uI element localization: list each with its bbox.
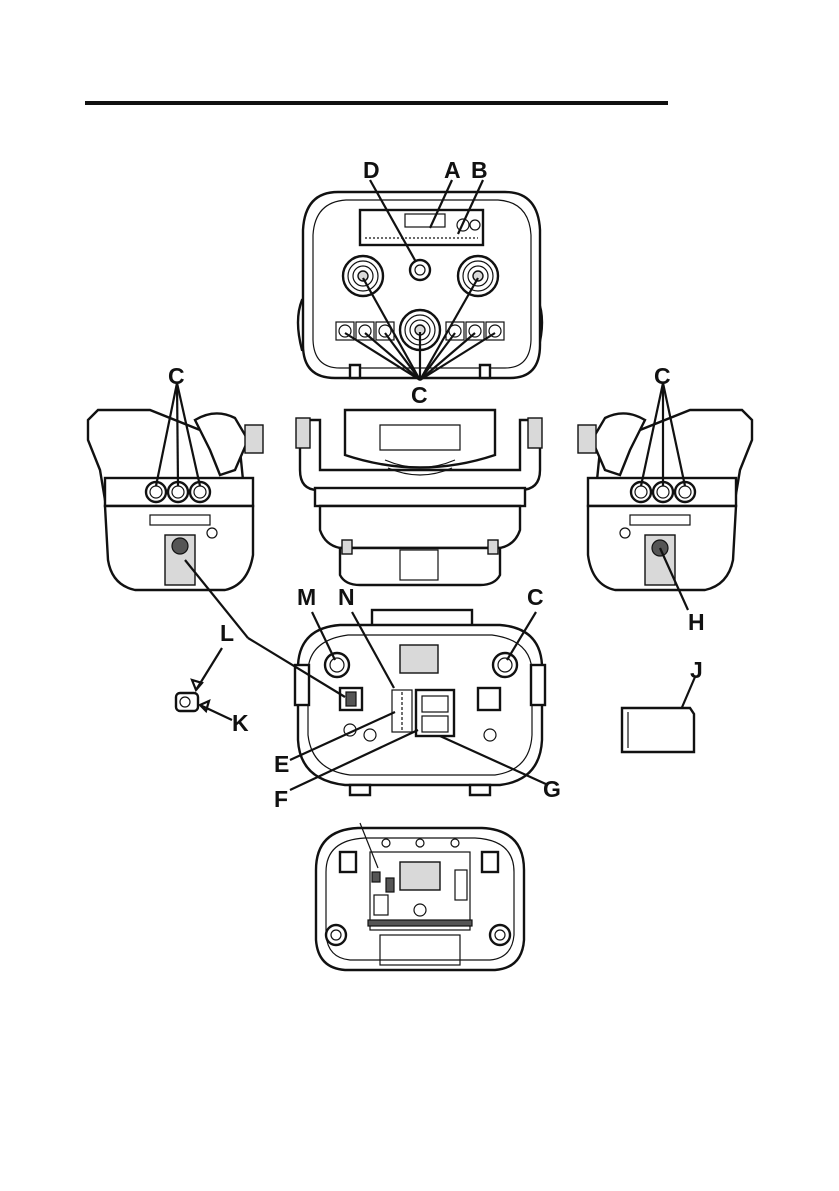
connector-k (176, 693, 198, 711)
label-a: A (444, 157, 461, 183)
label-d: D (363, 157, 380, 183)
fan-left (343, 256, 383, 296)
memory-card-j (622, 708, 694, 752)
label-k: K (232, 710, 249, 736)
label-h: H (688, 609, 705, 635)
label-j: J (690, 657, 703, 683)
open-bottom-view (316, 823, 524, 970)
label-c-left: C (168, 363, 185, 389)
left-side-view (88, 410, 263, 590)
label-m: M (297, 584, 316, 610)
fan-right (458, 256, 498, 296)
label-e: E (274, 751, 289, 777)
label-f: F (274, 786, 288, 812)
label-c-bottom: C (527, 584, 544, 610)
label-l: L (220, 620, 234, 646)
label-b: B (471, 157, 488, 183)
right-side-view (578, 410, 752, 590)
label-c-right: C (654, 363, 671, 389)
label-g: G (543, 776, 561, 802)
label-n: N (338, 584, 355, 610)
front-view (296, 410, 542, 585)
label-c-rear: C (411, 382, 428, 408)
